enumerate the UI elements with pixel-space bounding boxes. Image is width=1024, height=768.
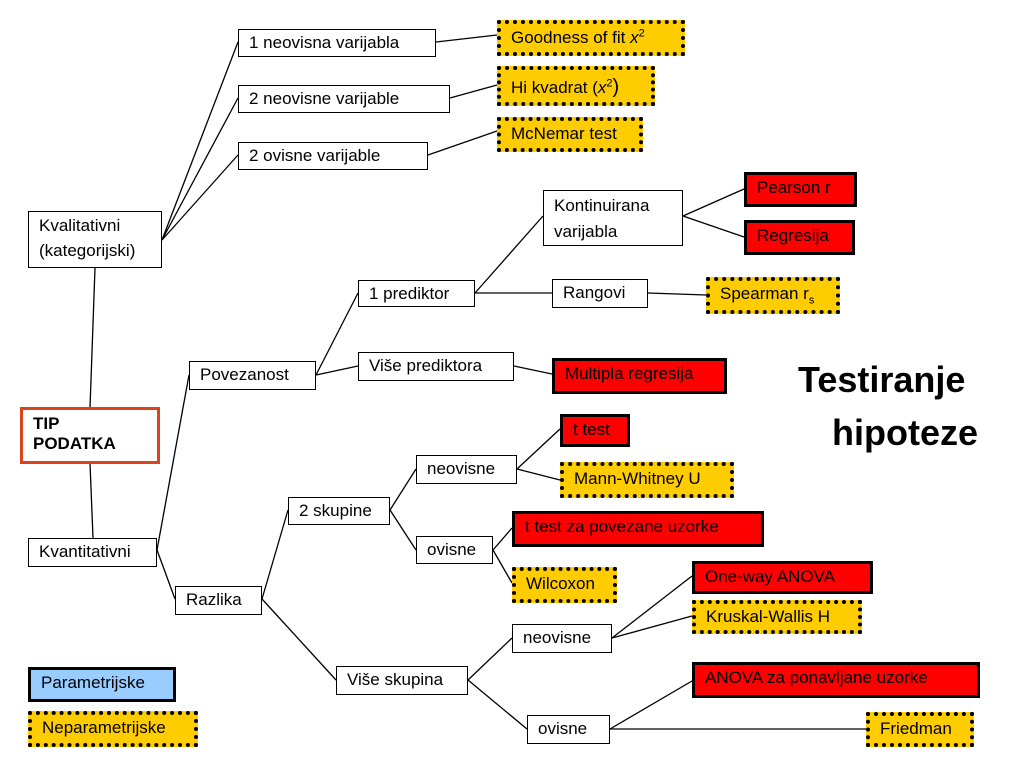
connector	[647, 292, 707, 296]
node-dependent-two: ovisne	[416, 536, 493, 564]
node-multiple-predictors: Više prediktora	[358, 352, 514, 381]
node-two-dependent-variables: 2 ovisne varijable	[238, 142, 428, 170]
connector	[161, 154, 239, 241]
chi-superscript: 2	[638, 27, 645, 40]
node-ranks: Rangovi	[552, 279, 648, 308]
diagram-title-line2: hipoteze	[832, 412, 979, 453]
connector	[682, 215, 745, 238]
node-quantitative: Kvantitativni	[28, 538, 157, 567]
node-independent-multi: neovisne	[512, 624, 612, 653]
chi-superscript: 2	[606, 77, 613, 90]
connector	[611, 615, 693, 639]
test-chi-square: Hi kvadrat (x2)	[497, 66, 655, 106]
node-multiple-groups: Više skupina	[336, 666, 468, 695]
connector	[435, 34, 498, 43]
node-continuous-variable: Kontinuirana varijabla	[543, 190, 683, 246]
connector	[492, 549, 513, 584]
test-regression: Regresija	[744, 220, 855, 255]
node-qualitative-line2: (kategorijski)	[39, 240, 136, 260]
node-continuous-line2: varijabla	[554, 221, 618, 241]
test-wilcoxon: Wilcoxon	[512, 567, 617, 603]
connector	[315, 365, 359, 376]
test-paired-t-test: t test za povezane uzorke	[512, 511, 764, 547]
node-relationship: Povezanost	[189, 361, 316, 390]
chi-square-label: Hi kvadrat (	[511, 78, 598, 97]
node-two-independent-variables: 2 neovisne varijable	[238, 85, 450, 113]
connector	[449, 84, 498, 99]
connector	[427, 130, 498, 156]
test-t-test: t test	[560, 414, 630, 447]
node-independent-two: neovisne	[416, 455, 517, 484]
chi-symbol: x	[597, 78, 607, 97]
connector	[389, 509, 417, 551]
connector	[261, 509, 289, 600]
diagram-title-line1: Testiranje	[798, 359, 966, 400]
root-label-line2: PODATKA	[33, 433, 116, 453]
node-two-groups: 2 skupine	[288, 497, 390, 525]
connector	[156, 549, 176, 600]
connector	[156, 374, 190, 551]
node-one-predictor: 1 prediktor	[358, 280, 475, 307]
legend-parametric: Parametrijske	[28, 667, 176, 702]
connector	[467, 637, 513, 681]
connector	[611, 575, 693, 639]
connector	[467, 679, 528, 730]
connector	[513, 365, 553, 375]
connector	[389, 468, 417, 511]
test-one-way-anova: One-way ANOVA	[692, 561, 873, 594]
node-qualitative-line1: Kvalitativni	[39, 216, 121, 235]
node-continuous-line1: Kontinuirana	[554, 196, 650, 215]
connector	[516, 468, 561, 481]
test-multiple-regression: Multipla regresija	[552, 358, 727, 394]
root-node-data-type: TIP PODATKA	[20, 407, 160, 464]
test-friedman: Friedman	[866, 712, 974, 747]
node-difference: Razlika	[175, 586, 262, 615]
node-one-independent-variable: 1 neovisna varijabla	[238, 29, 436, 57]
connector	[516, 428, 561, 470]
test-mcnemar: McNemar test	[497, 117, 643, 152]
test-repeated-anova: ANOVA za ponavljane uzorke	[692, 662, 980, 698]
chi-square-close-paren: )	[612, 76, 620, 98]
connector	[261, 598, 337, 681]
connector	[682, 188, 745, 217]
chi-symbol: x	[630, 28, 639, 47]
connector	[89, 462, 94, 539]
connector	[89, 267, 96, 409]
root-label-line1: TIP	[33, 414, 60, 433]
connector	[161, 41, 239, 241]
connector	[609, 680, 693, 730]
connector	[474, 215, 544, 294]
connector	[492, 527, 513, 551]
node-qualitative: Kvalitativni (kategorijski)	[28, 211, 162, 268]
test-kruskal-wallis: Kruskal-Wallis H	[692, 600, 862, 634]
connector	[161, 97, 239, 241]
connector	[315, 292, 359, 376]
test-goodness-of-fit: Goodness of fit x2	[497, 20, 685, 56]
test-pearson-r: Pearson r	[744, 172, 857, 207]
test-spearman: Spearman rs	[706, 277, 840, 314]
goodness-of-fit-label: Goodness of fit	[511, 28, 626, 47]
test-mann-whitney: Mann-Whitney U	[560, 462, 734, 498]
node-dependent-multi: ovisne	[527, 715, 610, 744]
legend-nonparametric: Neparametrijske	[28, 711, 198, 747]
spearman-subscript: s	[808, 294, 815, 307]
spearman-label: Spearman r	[720, 284, 809, 303]
